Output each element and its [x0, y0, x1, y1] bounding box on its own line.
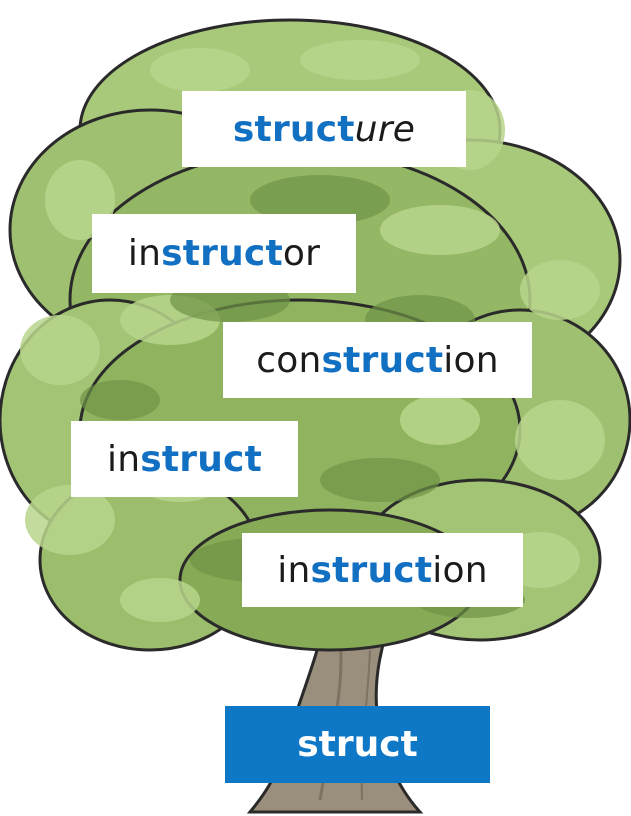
word-root: struct — [140, 438, 262, 480]
word-root: struct — [232, 108, 355, 150]
word-root: struct — [321, 339, 444, 381]
word-root: struct — [310, 549, 433, 591]
root-word-label: struct — [297, 724, 418, 765]
word-prefix: con — [256, 339, 322, 381]
leaf-shadows — [80, 175, 525, 618]
word-prefix: in — [107, 438, 141, 480]
word-prefix: in — [127, 233, 162, 274]
word-suffix: ure — [354, 108, 416, 150]
word-root: struct — [161, 233, 283, 274]
word-suffix: ion — [443, 339, 499, 381]
root-word-box: struct — [225, 706, 490, 783]
word-suffix: or — [282, 233, 321, 274]
word-prefix: in — [277, 549, 311, 591]
word-suffix: ion — [432, 549, 488, 591]
